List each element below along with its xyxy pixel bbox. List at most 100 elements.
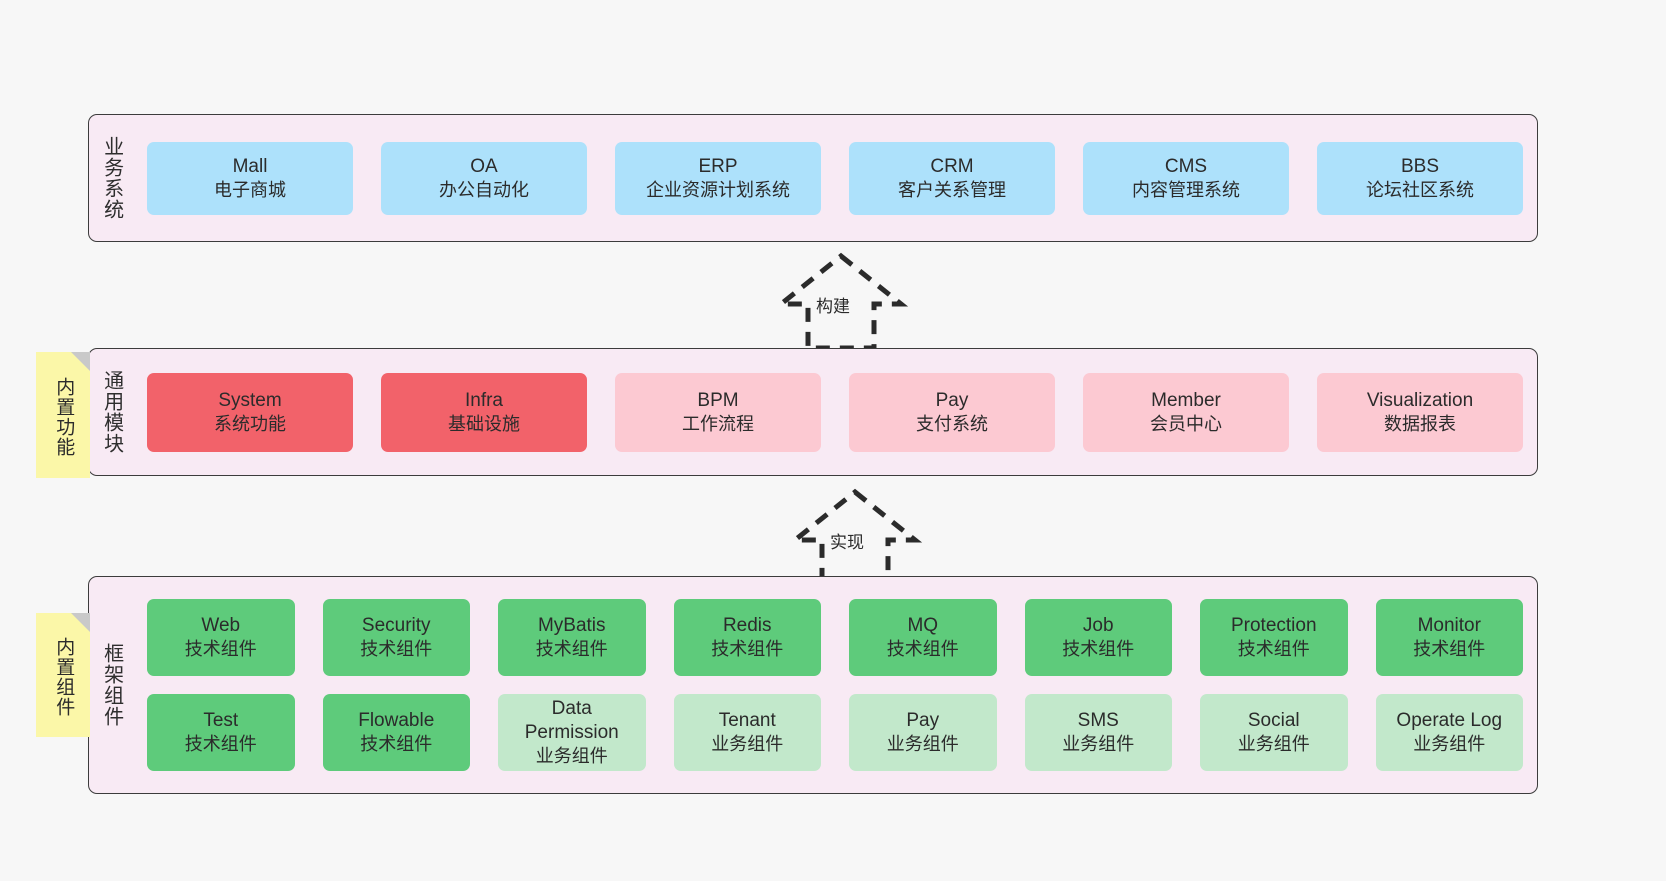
card-subtitle: 技术组件	[886, 639, 959, 660]
card-title: MyBatis	[537, 615, 606, 637]
card-subtitle: 业务组件	[1237, 734, 1310, 755]
card-subtitle: 系统功能	[214, 413, 286, 434]
card-protection[interactable]: Protection 技术组件	[1200, 599, 1348, 676]
connector-implement: 实现	[770, 488, 940, 588]
card-flowable[interactable]: Flowable 技术组件	[322, 694, 470, 771]
card-mybatis[interactable]: MyBatis 技术组件	[498, 599, 646, 676]
card-subtitle: 业务组件	[1413, 734, 1486, 755]
card-title: Flowable	[358, 710, 435, 732]
page-fold-icon	[71, 613, 90, 632]
connector-label: 构建	[816, 297, 850, 316]
card-bpm[interactable]: BPM 工作流程	[615, 372, 821, 452]
card-subtitle: 技术组件	[1237, 639, 1310, 660]
card-security[interactable]: Security 技术组件	[322, 599, 470, 676]
note-text: 内置功能	[53, 377, 75, 457]
card-row: Web 技术组件 Security 技术组件 MyBatis 技术组件 Redi…	[147, 599, 1523, 676]
card-job[interactable]: Job 技术组件	[1024, 599, 1172, 676]
card-subtitle: 工作流程	[682, 413, 754, 434]
card-title: Visualization	[1366, 389, 1474, 411]
card-visualization[interactable]: Visualization 数据报表	[1317, 372, 1523, 452]
card-subtitle: 技术组件	[711, 639, 784, 660]
card-subtitle: 技术组件	[184, 639, 257, 660]
card-subtitle: 办公自动化	[439, 179, 529, 200]
connector-build: 构建	[756, 252, 926, 352]
card-system[interactable]: System 系统功能	[147, 372, 353, 452]
note-text: 内置组件	[53, 637, 75, 717]
card-member[interactable]: Member 会员中心	[1083, 372, 1289, 452]
card-title: Protection	[1230, 615, 1317, 637]
card-web[interactable]: Web 技术组件	[147, 599, 295, 676]
card-title: Pay	[906, 710, 940, 732]
card-row: Mall 电子商城 OA 办公自动化 ERP 企业资源计划系统 CRM 客户关系…	[147, 141, 1523, 215]
card-sms[interactable]: SMS 业务组件	[1024, 694, 1172, 771]
card-title: Infra	[464, 389, 504, 411]
layer-body-common: System 系统功能 Infra 基础设施 BPM 工作流程 Pay 支付系统…	[133, 349, 1537, 475]
layer-title-framework: 框架组件	[100, 643, 123, 727]
card-title: Tenant	[718, 710, 776, 732]
card-cms[interactable]: CMS 内容管理系统	[1083, 141, 1289, 215]
card-title: Member	[1151, 389, 1221, 411]
card-title: Social	[1247, 710, 1300, 732]
card-subtitle: 客户关系管理	[898, 179, 1006, 200]
card-title: Monitor	[1417, 615, 1481, 637]
connector-label: 实现	[830, 533, 864, 552]
card-social[interactable]: Social 业务组件	[1200, 694, 1348, 771]
card-title: Security	[361, 615, 431, 637]
card-row: System 系统功能 Infra 基础设施 BPM 工作流程 Pay 支付系统…	[147, 372, 1523, 452]
card-subtitle: 业务组件	[711, 734, 784, 755]
card-mall[interactable]: Mall 电子商城	[147, 141, 353, 215]
layer-body-framework: Web 技术组件 Security 技术组件 MyBatis 技术组件 Redi…	[133, 577, 1537, 793]
card-subtitle: 电子商城	[214, 179, 286, 200]
card-subtitle: 数据报表	[1384, 413, 1456, 434]
card-subtitle: 企业资源计划系统	[646, 179, 790, 200]
card-infra[interactable]: Infra 基础设施	[381, 372, 587, 452]
card-title: Data Permission	[524, 698, 619, 744]
card-title: Operate Log	[1396, 710, 1503, 732]
card-subtitle: 基础设施	[448, 413, 520, 434]
card-redis[interactable]: Redis 技术组件	[673, 599, 821, 676]
card-subtitle: 技术组件	[1062, 639, 1135, 660]
card-tenant[interactable]: Tenant 业务组件	[673, 694, 821, 771]
card-title: System	[218, 389, 282, 411]
card-subtitle: 业务组件	[1062, 734, 1135, 755]
layer-framework-components: 框架组件 Web 技术组件 Security 技术组件 MyBatis 技术组件…	[88, 576, 1538, 794]
note-builtin-components: 内置组件	[36, 613, 90, 737]
card-title: Mall	[232, 155, 268, 177]
card-test[interactable]: Test 技术组件	[147, 694, 295, 771]
card-pay-component[interactable]: Pay 业务组件	[849, 694, 997, 771]
card-subtitle: 技术组件	[184, 734, 257, 755]
card-mq[interactable]: MQ 技术组件	[849, 599, 997, 676]
card-crm[interactable]: CRM 客户关系管理	[849, 141, 1055, 215]
card-subtitle: 论坛社区系统	[1366, 179, 1474, 200]
card-title: Job	[1082, 615, 1114, 637]
card-subtitle: 支付系统	[916, 413, 988, 434]
card-operate-log[interactable]: Operate Log 业务组件	[1375, 694, 1523, 771]
card-subtitle: 业务组件	[535, 746, 608, 767]
layer-business-systems: 业务系统 Mall 电子商城 OA 办公自动化 ERP 企业资源计划系统 CRM…	[88, 114, 1538, 242]
page-fold-icon	[71, 352, 90, 371]
card-title: ERP	[698, 155, 738, 177]
card-data-permission[interactable]: Data Permission 业务组件	[498, 694, 646, 771]
card-erp[interactable]: ERP 企业资源计划系统	[615, 141, 821, 215]
card-title: SMS	[1077, 710, 1119, 732]
card-title: Test	[203, 710, 239, 732]
card-oa[interactable]: OA 办公自动化	[381, 141, 587, 215]
card-pay-module[interactable]: Pay 支付系统	[849, 372, 1055, 452]
card-title: BBS	[1400, 155, 1440, 177]
card-subtitle: 技术组件	[360, 639, 433, 660]
card-subtitle: 技术组件	[360, 734, 433, 755]
card-title: Redis	[722, 615, 772, 637]
layer-body-business: Mall 电子商城 OA 办公自动化 ERP 企业资源计划系统 CRM 客户关系…	[133, 115, 1537, 241]
card-title: Pay	[935, 389, 969, 411]
card-bbs[interactable]: BBS 论坛社区系统	[1317, 141, 1523, 215]
card-monitor[interactable]: Monitor 技术组件	[1375, 599, 1523, 676]
card-subtitle: 技术组件	[535, 639, 608, 660]
card-title: BPM	[697, 389, 739, 411]
card-subtitle: 会员中心	[1150, 413, 1222, 434]
layer-title-business: 业务系统	[100, 136, 123, 220]
card-subtitle: 技术组件	[1413, 639, 1486, 660]
card-title: CRM	[930, 155, 974, 177]
card-title: MQ	[907, 615, 939, 637]
card-title: Web	[201, 615, 241, 637]
card-title: CMS	[1164, 155, 1208, 177]
